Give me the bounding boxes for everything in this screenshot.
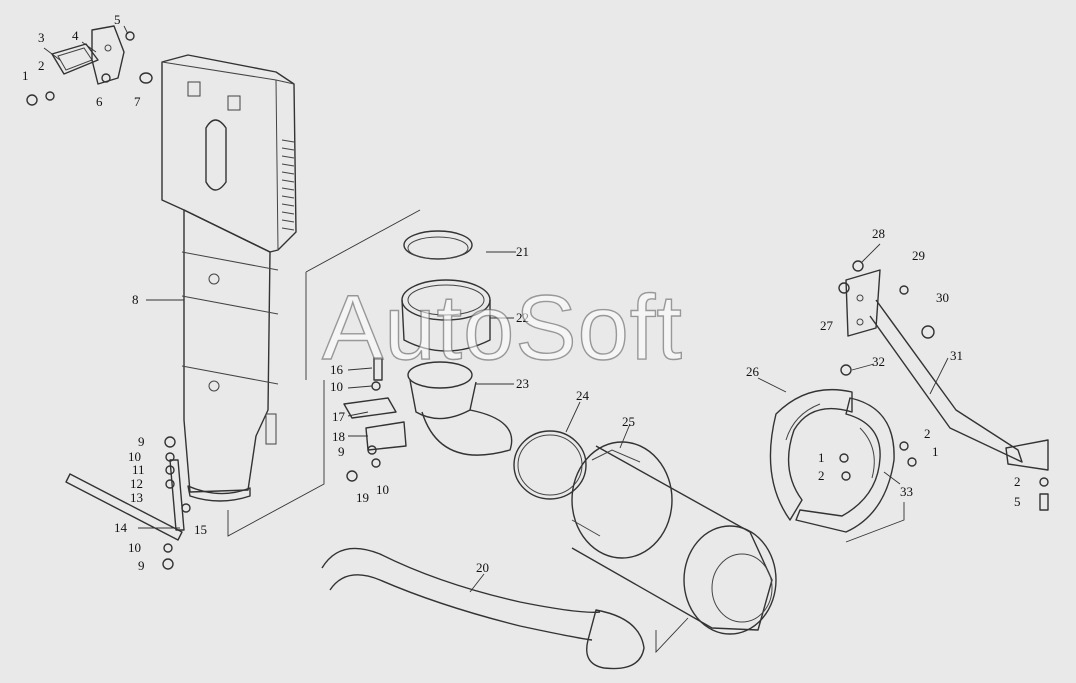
mounting-strap-part <box>769 388 853 521</box>
callout-19: 19 <box>356 490 369 505</box>
callout-6: 6 <box>96 94 103 109</box>
intake-duct-part <box>161 54 297 502</box>
callout-labels: 1 2 3 4 5 6 7 8 9 10 11 12 13 14 15 10 9… <box>22 12 1021 575</box>
callout-10b: 10 <box>128 540 141 555</box>
callout-16: 16 <box>330 362 344 377</box>
callout-14: 14 <box>114 520 128 535</box>
hose-clamp-inner <box>517 434 583 496</box>
leader-lines <box>43 25 949 593</box>
clamp-adapter-group <box>401 230 513 456</box>
callout-21: 21 <box>516 244 529 259</box>
callout-1a: 1 <box>22 68 29 83</box>
autosoft-watermark: AutoSoft <box>321 277 683 379</box>
callout-1c: 1 <box>932 444 939 459</box>
callout-15: 15 <box>194 522 207 537</box>
callout-28: 28 <box>872 226 885 241</box>
callout-22: 22 <box>516 310 529 325</box>
callout-29: 29 <box>912 248 925 263</box>
callout-10d: 10 <box>376 482 389 497</box>
callout-5b: 5 <box>1014 494 1021 509</box>
callout-2d: 2 <box>1014 474 1021 489</box>
callout-25: 25 <box>622 414 635 429</box>
callout-10a: 10 <box>128 449 141 464</box>
callout-2b: 2 <box>818 468 825 483</box>
center-bracket-group <box>343 357 407 482</box>
callout-33: 33 <box>900 484 913 499</box>
callout-20: 20 <box>476 560 489 575</box>
lower-bracket-group <box>65 436 191 570</box>
callout-24: 24 <box>576 388 590 403</box>
callout-5a: 5 <box>114 12 121 27</box>
callout-10c: 10 <box>330 379 343 394</box>
callout-1b: 1 <box>818 450 825 465</box>
callout-30: 30 <box>936 290 949 305</box>
support-arm-part <box>838 260 1049 511</box>
callout-4: 4 <box>72 28 79 43</box>
air-filter-part <box>571 441 777 635</box>
hose-clamp-part <box>513 430 587 500</box>
callout-8: 8 <box>132 292 139 307</box>
callout-26: 26 <box>746 364 760 379</box>
callout-2a: 2 <box>38 58 45 73</box>
callout-9a: 9 <box>138 434 145 449</box>
callout-17: 17 <box>332 409 346 424</box>
callout-9c: 9 <box>338 444 345 459</box>
upper-bracket-group <box>26 25 153 106</box>
callout-13: 13 <box>130 490 143 505</box>
callout-23: 23 <box>516 376 529 391</box>
callout-32: 32 <box>872 354 885 369</box>
intake-hose-part <box>321 547 645 670</box>
callout-9b: 9 <box>138 558 145 573</box>
callout-2c: 2 <box>924 426 931 441</box>
callout-12: 12 <box>130 476 143 491</box>
callout-27: 27 <box>820 318 834 333</box>
callout-7: 7 <box>134 94 141 109</box>
assembly-frame-lines <box>227 209 905 654</box>
callout-18: 18 <box>332 429 345 444</box>
callout-11: 11 <box>132 462 145 477</box>
support-strap-part <box>795 397 895 533</box>
callout-31: 31 <box>950 348 963 363</box>
callout-3: 3 <box>38 30 45 45</box>
